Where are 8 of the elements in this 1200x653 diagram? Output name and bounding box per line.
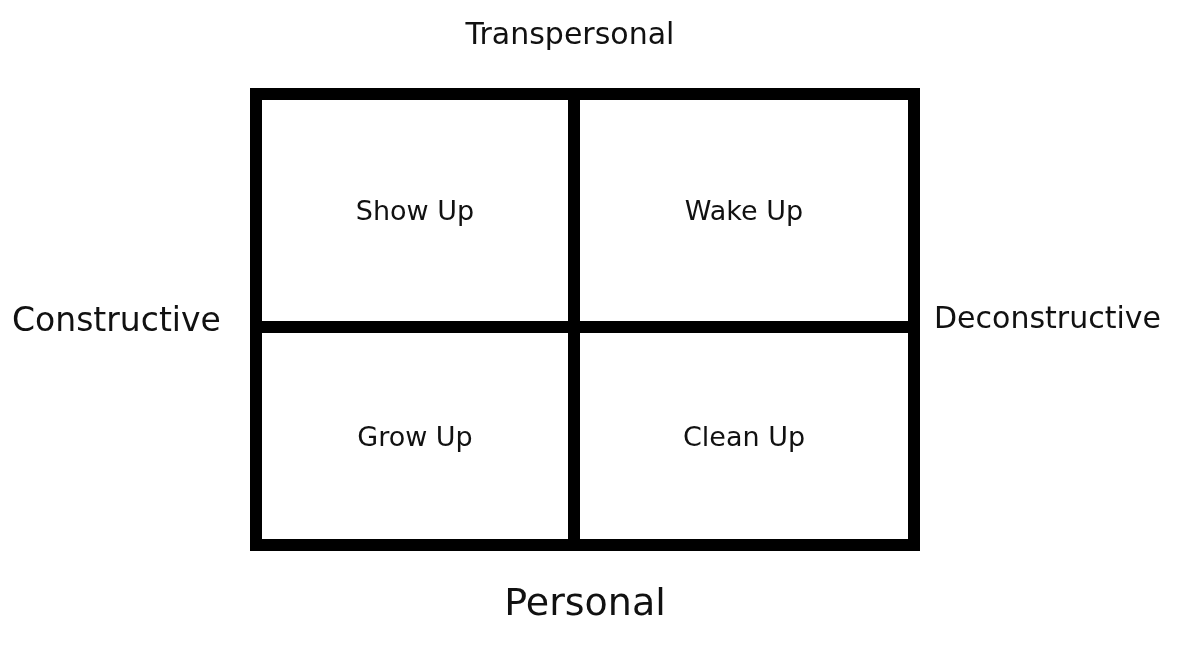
quadrant-label: Wake Up	[684, 195, 804, 226]
quadrant-label: Show Up	[355, 195, 475, 226]
axis-label: Transpersonal	[465, 16, 675, 51]
axis-label: Deconstructive	[934, 300, 1161, 335]
axis-label: Constructive	[12, 300, 221, 340]
quadrant-label: Clean Up	[682, 420, 806, 452]
axis-label: Personal	[504, 580, 666, 625]
quadrant-label: Grow Up	[357, 420, 473, 452]
